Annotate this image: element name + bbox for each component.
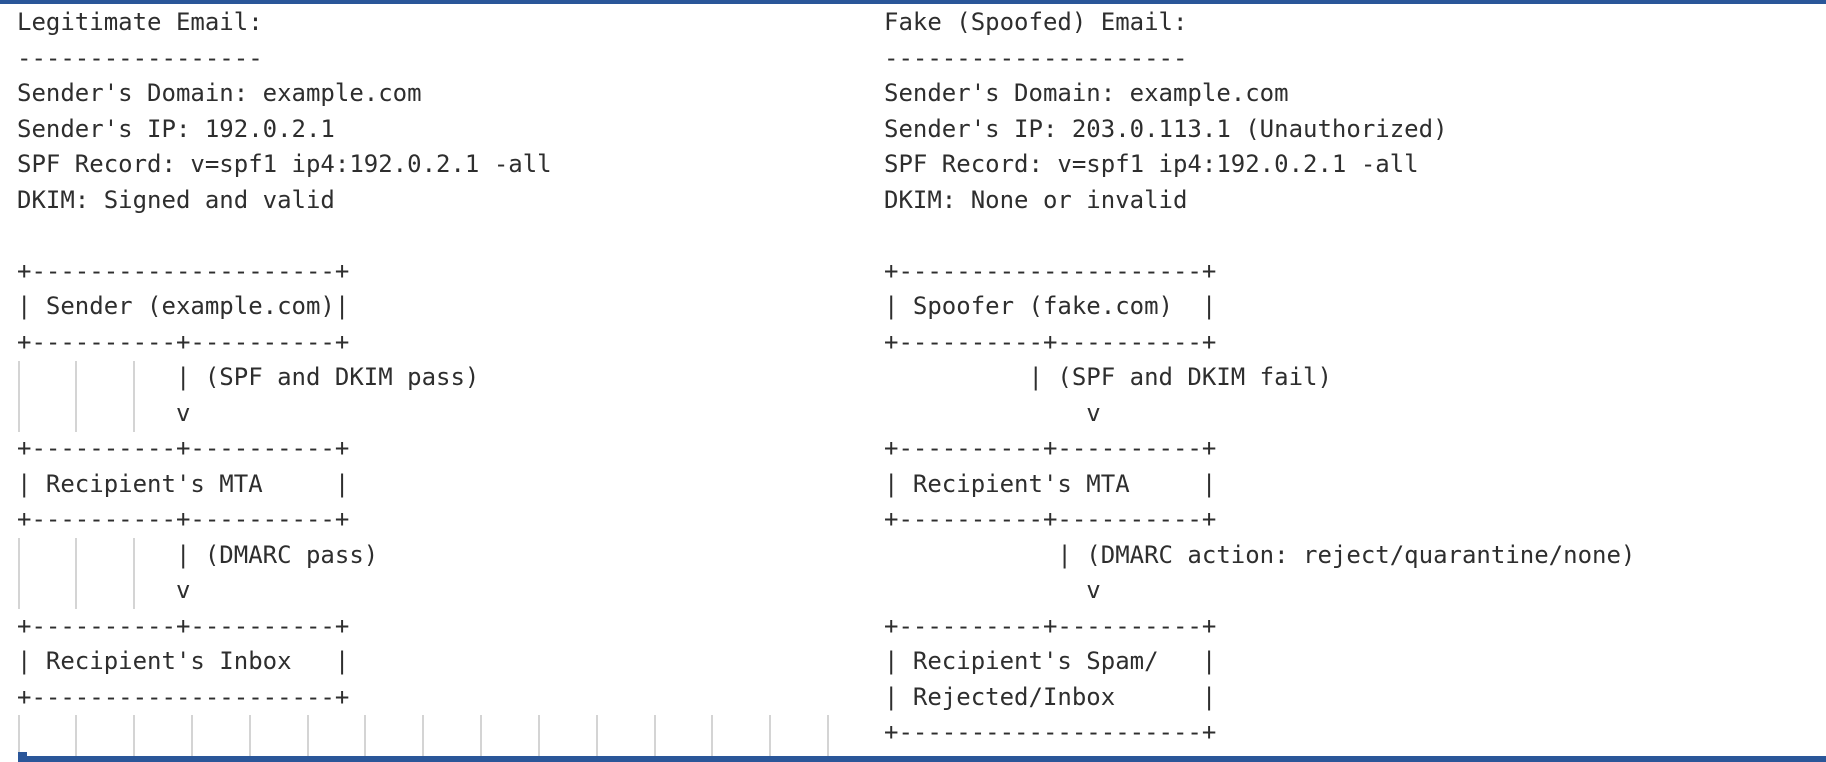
indent-guide: [653, 714, 656, 756]
indent-guide: [133, 360, 136, 432]
indent-guide: [827, 714, 830, 756]
indent-guide: [75, 360, 78, 432]
indent-guide: [422, 714, 425, 756]
indent-guide: [480, 714, 483, 756]
indent-guide: [248, 714, 251, 756]
indent-guide: [769, 714, 772, 756]
indent-guide: [17, 714, 20, 756]
indent-guide: [595, 714, 598, 756]
indent-guide: [190, 714, 193, 756]
indent-guide: [306, 714, 309, 756]
spoofed-email-column[interactable]: Fake (Spoofed) Email: ------------------…: [884, 8, 1636, 746]
top-focus-border: [0, 0, 1826, 4]
indent-guide: [75, 714, 78, 756]
legitimate-email-column[interactable]: Legitimate Email: ----------------- Send…: [17, 8, 552, 711]
indent-guide: [17, 537, 20, 609]
indent-guide: [133, 537, 136, 609]
bottom-focus-border-left-cap: [18, 752, 27, 762]
indent-guide: [711, 714, 714, 756]
bottom-focus-border: [18, 756, 1826, 762]
indent-guide: [537, 714, 540, 756]
indent-guide: [17, 360, 20, 432]
indent-guide: [75, 537, 78, 609]
indent-guide: [133, 714, 136, 756]
indent-guide: [364, 714, 367, 756]
